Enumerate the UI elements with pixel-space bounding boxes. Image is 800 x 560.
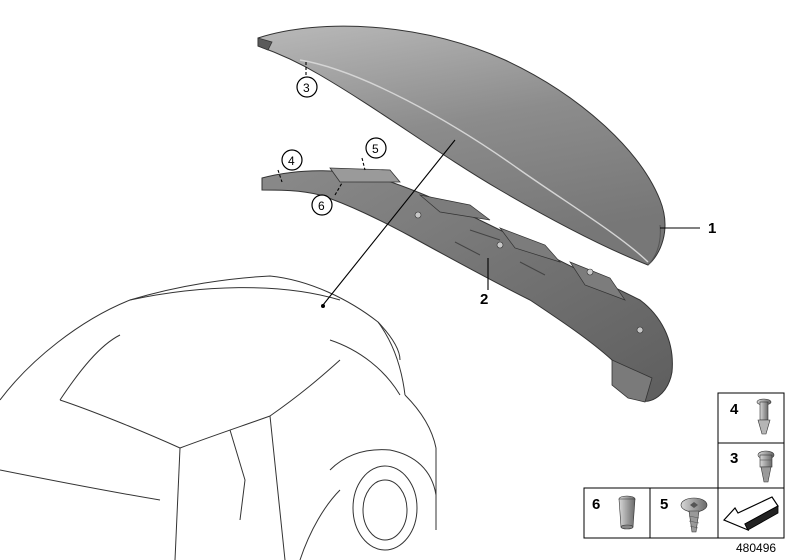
legend-item-4: 4 (730, 398, 772, 435)
callout-6-label: 6 (318, 199, 325, 213)
callout-2-label: 2 (480, 291, 488, 308)
expansion-nut-icon (757, 450, 775, 483)
legend-item-6: 6 (592, 495, 636, 530)
vehicle-outline (0, 275, 437, 560)
legend-grid (583, 392, 785, 539)
callout-4: 4 (281, 149, 303, 171)
legend-item-3-label: 3 (730, 450, 738, 467)
callout-1-label: 1 (708, 220, 716, 237)
legend-item-5-label: 5 (660, 496, 668, 513)
callout-6: 6 (311, 194, 333, 216)
legend-item-3: 3 (730, 450, 775, 483)
callout-5-label: 5 (372, 142, 379, 156)
catalog-number: 480496 (736, 541, 777, 555)
callout-4-label: 4 (288, 154, 295, 168)
callout-2: 2 (480, 291, 488, 308)
callout-5: 5 (365, 137, 387, 159)
legend-item-5: 5 (660, 496, 708, 533)
screw-part-icon (680, 497, 708, 533)
callout-3-label: 3 (303, 81, 310, 95)
clip-part-icon (756, 398, 772, 435)
direction-arrow-icon (722, 496, 779, 532)
callout-3: 3 (296, 76, 318, 98)
spoiler-carrier (261, 167, 673, 403)
nut-part-icon (618, 495, 636, 530)
legend-item-4-label: 4 (730, 401, 739, 418)
callout-1: 1 (708, 220, 716, 237)
legend-item-6-label: 6 (592, 496, 600, 513)
leader-lines (277, 62, 700, 308)
rear-spoiler (257, 25, 666, 266)
